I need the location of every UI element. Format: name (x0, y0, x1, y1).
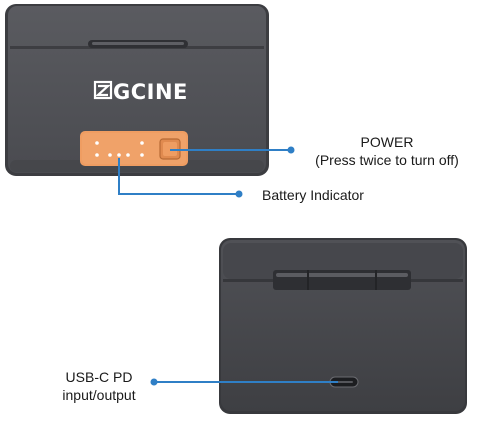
power-label: POWER (360, 134, 414, 150)
battery-led-icon (140, 141, 144, 145)
battery-led-icon (95, 153, 99, 157)
callout-dot-icon (287, 146, 295, 154)
charger-case-front (5, 4, 269, 176)
power-note-label: (Press twice to turn off) (315, 152, 459, 168)
battery-callout (118, 158, 243, 198)
battery-led-icon (117, 153, 121, 157)
battery-led-icon (95, 141, 99, 145)
battery-indicator-label: Battery Indicator (262, 187, 364, 203)
callout-dot-icon (235, 190, 243, 198)
power-callout (170, 146, 295, 154)
brand-logo-text: GCINE (113, 80, 188, 104)
usb-label-line2: input/output (62, 387, 136, 403)
charger-case-rear (219, 238, 467, 414)
battery-led-icon (140, 153, 144, 157)
hinge (273, 270, 411, 290)
battery-led-icon (108, 153, 112, 157)
battery-led-icon (126, 153, 130, 157)
usb-label-line1: USB-C PD (65, 369, 133, 385)
battery-led-group (95, 141, 144, 157)
usb-callout (150, 378, 338, 386)
zg-logo-icon (93, 80, 113, 100)
